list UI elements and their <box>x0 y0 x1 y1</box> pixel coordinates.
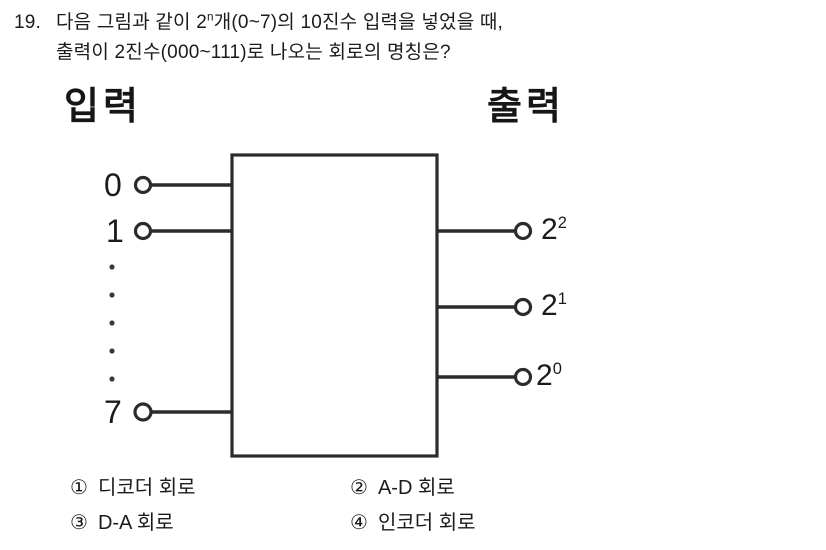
circuit-diagram: 입력 출력 0 1 7 22 21 20 <box>0 80 826 470</box>
answer-choice-3-marker: ③ <box>70 511 88 534</box>
output-base-2pow0: 2 <box>536 359 553 392</box>
output-terminal-circle-2sq <box>513 221 533 241</box>
answer-choice-2-marker: ② <box>350 476 368 499</box>
answer-choice-row-1: ① 디코더 회로 ② A-D 회로 <box>0 470 826 505</box>
output-label-2pow1: 21 <box>541 291 567 321</box>
answer-choice-4[interactable]: ④ 인코더 회로 <box>350 513 476 533</box>
answer-choice-2-label: A-D 회로 <box>377 476 455 499</box>
question-number: 19. <box>14 12 42 33</box>
answer-choice-4-marker: ④ <box>350 511 368 534</box>
answer-choice-1-label: 디코더 회로 <box>97 476 196 499</box>
answer-choice-row-2: ③ D-A 회로 ④ 인코더 회로 <box>0 505 826 540</box>
answer-choice-1-marker: ① <box>70 476 88 499</box>
question-line-2: 출력이 2진수(000~111)로 나오는 회로의 명칭은? <box>14 38 814 68</box>
ellipsis-dot <box>109 292 115 298</box>
output-exponent-2pow0: 0 <box>552 360 562 378</box>
answer-choices: ① 디코더 회로 ② A-D 회로 ③ D-A 회로 ④ 인코더 회로 <box>0 470 826 540</box>
answer-choice-1[interactable]: ① 디코더 회로 <box>70 478 350 498</box>
question-text-line-2: 출력이 2진수(000~111)로 나오는 회로의 명칭은? <box>56 42 451 63</box>
circuit-schematic-svg <box>109 153 533 458</box>
answer-choice-3-label: D-A 회로 <box>97 511 174 534</box>
ellipsis-dot <box>109 376 115 382</box>
output-label-2pow0: 20 <box>536 361 562 391</box>
question-block: 19. 다음 그림과 같이 2n개(0~7)의 10진수 입력을 넣었을 때, … <box>14 8 814 68</box>
output-base-2sq: 2 <box>541 213 558 246</box>
output-terminal-circle-2pow0 <box>513 367 533 387</box>
circuit-block-rect <box>230 153 439 458</box>
output-base-2pow1: 2 <box>541 289 558 322</box>
output-header-label: 출력 <box>487 86 565 128</box>
question-text-line-1: 다음 그림과 같이 2n개(0~7)의 10진수 입력을 넣었을 때, <box>56 8 503 38</box>
output-exponent-2pow1: 1 <box>557 290 567 308</box>
input-label-0: 0 <box>104 167 122 203</box>
ellipsis-dot <box>109 264 115 270</box>
answer-choice-2[interactable]: ② A-D 회로 <box>350 478 455 498</box>
ellipsis-dot <box>109 348 115 354</box>
input-header-label: 입력 <box>64 86 142 128</box>
input-ellipsis-dots <box>109 264 115 382</box>
input-terminal-circle-7 <box>133 402 153 422</box>
ellipsis-dot <box>109 320 115 326</box>
input-label-7: 7 <box>104 394 122 430</box>
question-text-prefix: 다음 그림과 같이 2 <box>56 12 207 33</box>
answer-choice-4-label: 인코더 회로 <box>377 511 476 534</box>
question-superscript-n: n <box>206 10 214 24</box>
input-label-1: 1 <box>106 213 124 249</box>
answer-choice-3[interactable]: ③ D-A 회로 <box>70 513 350 533</box>
output-terminal-circle-2pow1 <box>513 297 533 317</box>
output-label-2sq: 22 <box>541 215 567 245</box>
output-exponent-2sq: 2 <box>557 214 567 232</box>
question-line-1: 19. 다음 그림과 같이 2n개(0~7)의 10진수 입력을 넣었을 때, <box>14 8 814 38</box>
question-text-suffix: 개(0~7)의 10진수 입력을 넣었을 때, <box>213 12 504 33</box>
input-terminal-circle-1 <box>133 221 153 241</box>
input-terminal-circle-0 <box>133 175 153 195</box>
